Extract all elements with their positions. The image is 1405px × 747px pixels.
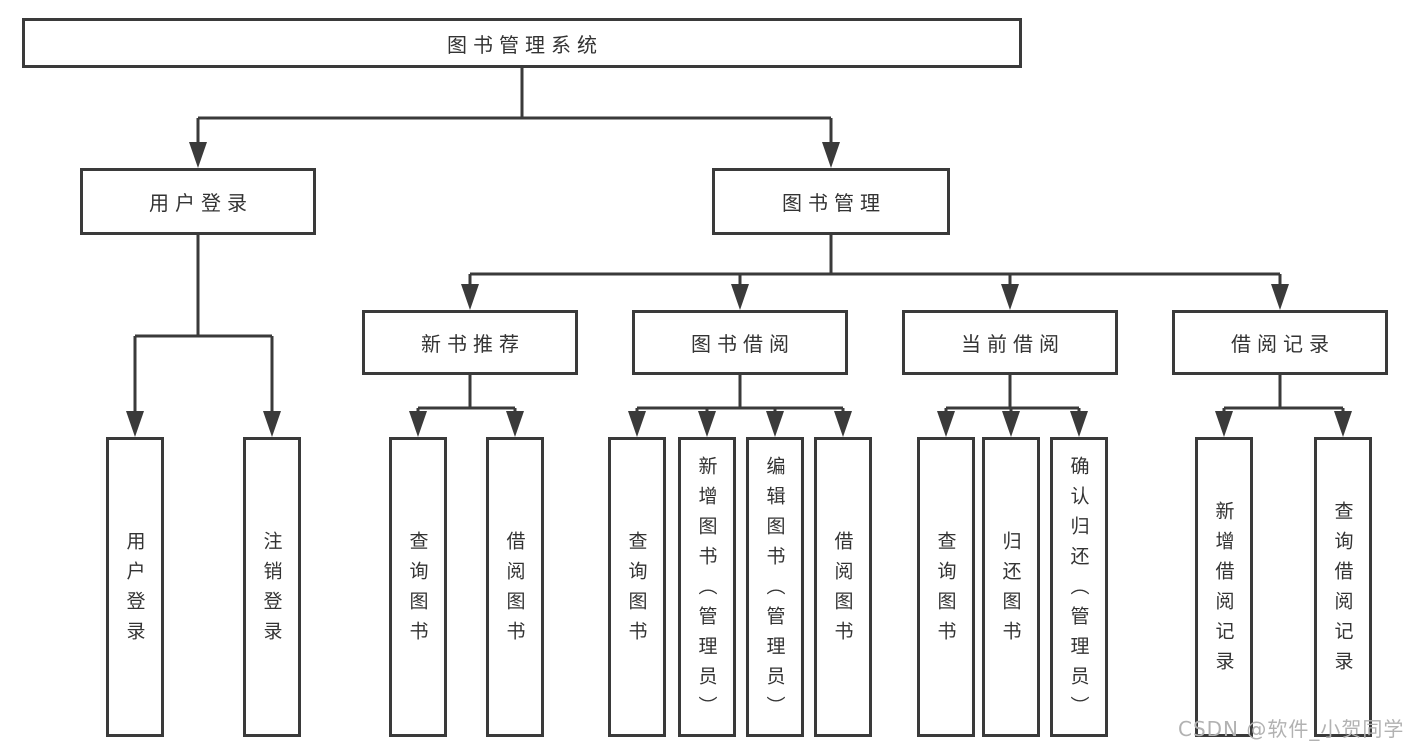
leaf-confirm-return-admin: 确认归还（管理员） [1050,437,1108,737]
leaf-edit-books-admin: 编辑图书（管理员） [746,437,804,737]
node-current-borrowing: 当前借阅 [902,310,1118,375]
leaf-query-borrow-record: 查询借阅记录 [1314,437,1372,737]
node-new-book-recommendation: 新书推荐 [362,310,578,375]
leaf-return-books: 归还图书 [982,437,1040,737]
leaf-user-login: 用户登录 [106,437,164,737]
leaf-query-books-current: 查询图书 [917,437,975,737]
leaf-logout-login: 注销登录 [243,437,301,737]
leaf-query-books-borrow: 查询图书 [608,437,666,737]
leaf-add-books-admin: 新增图书（管理员） [678,437,736,737]
node-borrowing-records: 借阅记录 [1172,310,1388,375]
node-user-login: 用户登录 [80,168,316,235]
leaf-query-books-recommend: 查询图书 [389,437,447,737]
node-library-management-system: 图书管理系统 [22,18,1022,68]
leaf-borrow-books-recommend: 借阅图书 [486,437,544,737]
leaf-borrow-books: 借阅图书 [814,437,872,737]
csdn-watermark: CSDN @软件_小贺同学 [1178,717,1405,741]
leaf-add-borrow-record: 新增借阅记录 [1195,437,1253,737]
node-book-borrowing: 图书借阅 [632,310,848,375]
arrowheads [126,142,1352,437]
node-book-management: 图书管理 [712,168,950,235]
